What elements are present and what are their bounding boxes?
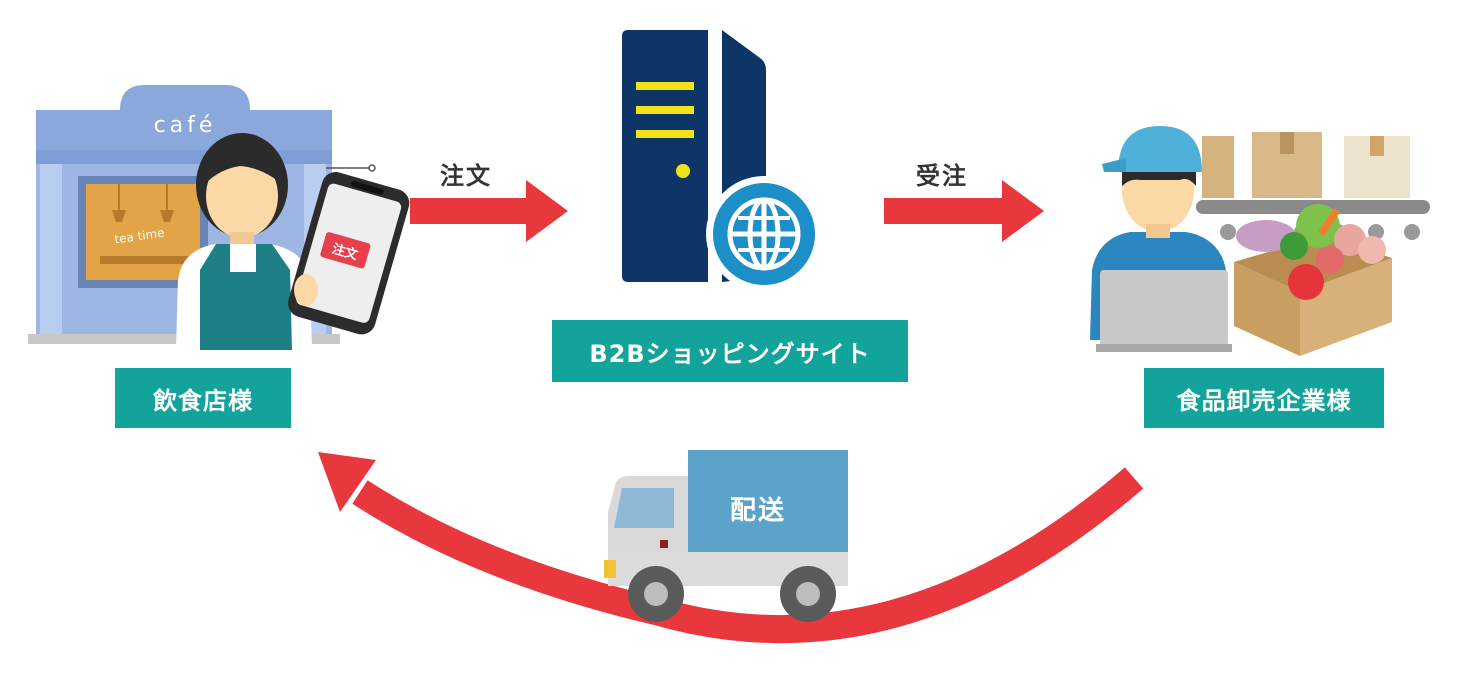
smartphone-icon: 注文 — [288, 172, 410, 335]
restaurant-staff-illustration — [176, 133, 312, 350]
hand — [294, 274, 318, 306]
cafe-sign-text: café — [154, 113, 217, 138]
shopping-site-label: B2Bショッピングサイト — [552, 320, 908, 382]
order-arrow-label: 注文 — [440, 162, 492, 190]
cafe-illustration: café tea time — [28, 85, 376, 344]
wholesaler-label: 食品卸売企業様 — [1144, 368, 1384, 428]
globe-icon — [706, 176, 822, 292]
delivery-arrow — [318, 452, 1144, 644]
delivery-label: 配送 — [730, 496, 787, 526]
truck-icon — [604, 450, 848, 622]
receive-arrow — [884, 180, 1044, 242]
restaurant-label: 飲食店様 — [115, 368, 291, 428]
order-arrow — [410, 180, 568, 242]
receive-arrow-label: 受注 — [916, 162, 968, 190]
wholesaler-illustration — [1090, 126, 1430, 356]
cafe-window-text: tea time — [114, 226, 166, 247]
phone-order-text: 注文 — [330, 241, 360, 264]
